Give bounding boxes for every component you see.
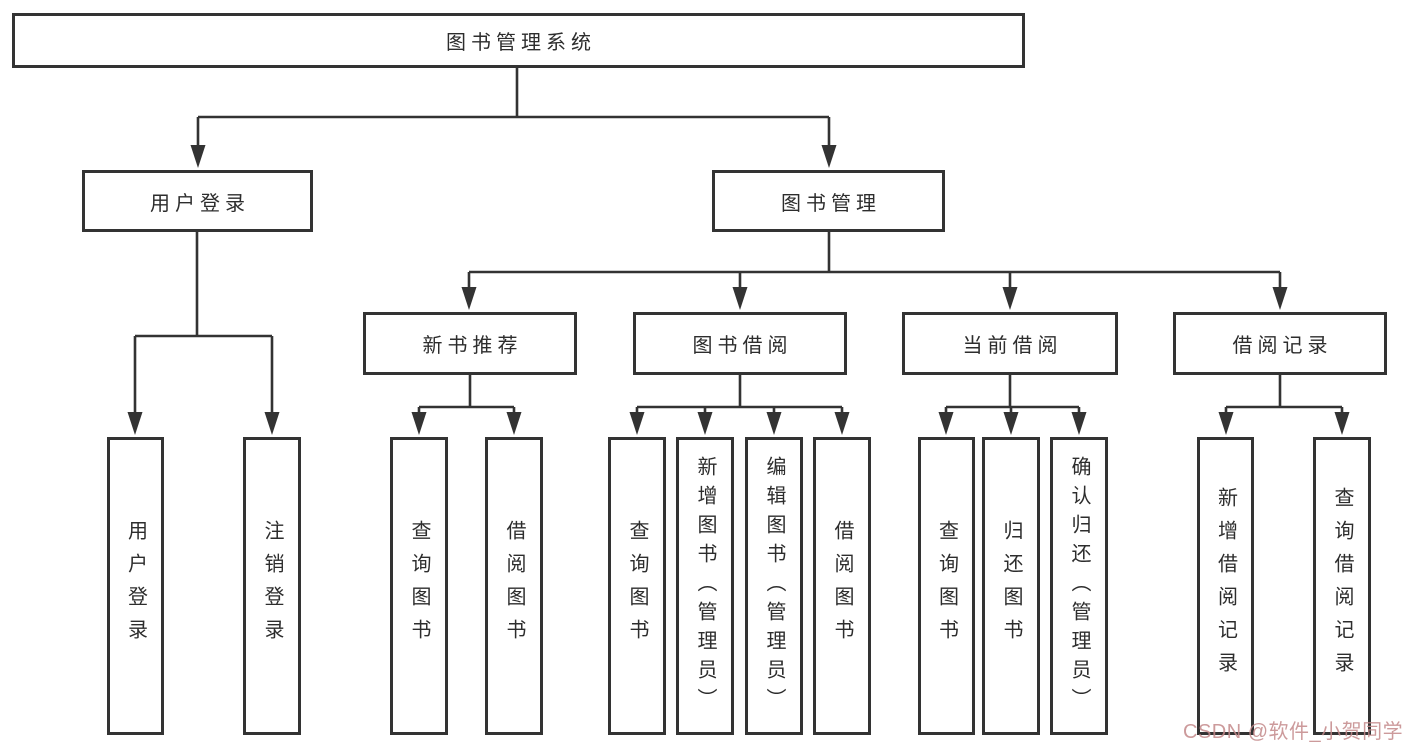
leaf-label: 查询图书 [935, 520, 958, 652]
leaf-label: 查询图书 [626, 520, 648, 652]
leaf-label: 查询图书 [408, 520, 430, 652]
leaf-label: 借阅图书 [831, 520, 853, 652]
leaf-label: 确认归还（管理员） [1068, 455, 1090, 717]
arrowhead-icon [629, 412, 645, 435]
leaf-user-login: 用户登录 [107, 437, 164, 735]
leaf-return-book: 归还图书 [982, 437, 1040, 735]
leaf-borrow-query-book: 查询图书 [608, 437, 666, 735]
node-new-book-recommend: 新书推荐 [363, 312, 577, 375]
leaf-label: 查询借阅记录 [1331, 487, 1353, 685]
leaf-borrow-edit-book-admin: 编辑图书（管理员） [745, 437, 803, 735]
leaf-label: 借阅图书 [503, 520, 525, 652]
leaf-label: 新增借阅记录 [1214, 487, 1237, 685]
arrowhead-icon [938, 412, 954, 435]
arrowhead-icon [1272, 287, 1288, 310]
leaf-label: 用户登录 [124, 520, 147, 652]
leaf-newbook-borrow: 借阅图书 [485, 437, 543, 735]
tree-connector-path [133, 68, 1344, 415]
arrowhead-icon [1071, 412, 1087, 435]
arrowhead-icon [697, 412, 713, 435]
leaf-borrow-book: 借阅图书 [813, 437, 871, 735]
arrowhead-icon [127, 412, 143, 435]
leaf-current-query-book: 查询图书 [918, 437, 975, 735]
node-current-borrowing: 当前借阅 [902, 312, 1118, 375]
arrowhead-icon [461, 287, 477, 310]
leaf-label: 新增图书（管理员） [694, 455, 716, 717]
arrowhead-icon [766, 412, 782, 435]
arrowhead-icon [732, 287, 748, 310]
node-root: 图书管理系统 [12, 13, 1025, 68]
leaf-query-borrow-record: 查询借阅记录 [1313, 437, 1371, 735]
arrowhead-icon [1334, 412, 1350, 435]
leaf-borrow-add-book-admin: 新增图书（管理员） [676, 437, 734, 735]
leaf-logout: 注销登录 [243, 437, 301, 735]
watermark: CSDN @软件_小贺同学 [1183, 721, 1404, 743]
arrowhead-icon [1002, 287, 1018, 310]
node-book-borrowing: 图书借阅 [633, 312, 847, 375]
arrowhead-icon [1218, 412, 1234, 435]
node-borrow-records: 借阅记录 [1173, 312, 1387, 375]
leaf-newbook-query: 查询图书 [390, 437, 448, 735]
node-user-login: 用户登录 [82, 170, 313, 232]
arrowhead-icon [411, 412, 427, 435]
leaf-confirm-return-admin: 确认归还（管理员） [1050, 437, 1108, 735]
leaf-label: 编辑图书（管理员） [763, 455, 785, 717]
arrowhead-icon [506, 412, 522, 435]
arrowhead-icon [190, 145, 206, 168]
arrowhead-icon [1003, 412, 1019, 435]
arrowhead-icon [264, 412, 280, 435]
leaf-add-borrow-record: 新增借阅记录 [1197, 437, 1254, 735]
leaf-label: 归还图书 [1000, 520, 1022, 652]
arrowhead-icon [834, 412, 850, 435]
arrowhead-icon [821, 145, 837, 168]
leaf-label: 注销登录 [261, 520, 283, 652]
node-book-management: 图书管理 [712, 170, 945, 232]
